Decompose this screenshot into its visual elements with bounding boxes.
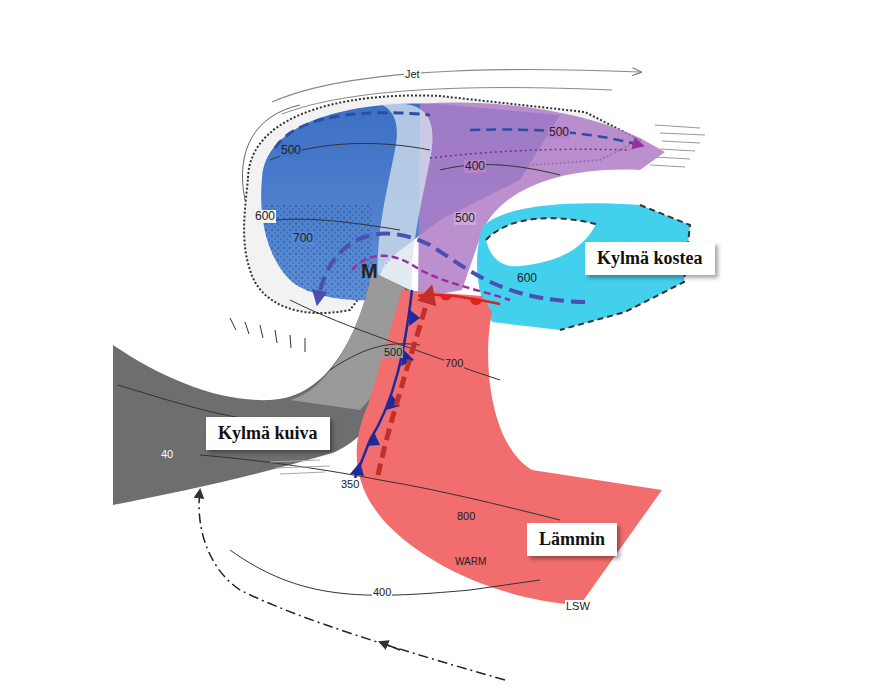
contour-label: 600 [516,272,538,285]
conveyor-label-box: Kylmä kostea [585,242,715,275]
contour-label: 800 [456,510,476,522]
contour-label: 400 [464,160,486,173]
contour-label: 400 [372,586,392,598]
box-text: Lämmin [539,529,605,550]
contour-label: 500 [280,144,302,157]
contour-label: 500 [383,346,403,358]
contour-label: WARM [454,556,487,567]
contour-label: 40 [160,448,174,460]
contour-label: 500 [548,126,570,139]
contour-label: 500 [454,212,476,225]
contour-label: 600 [254,210,276,223]
contour-label: LSW [565,600,591,612]
box-text: Kylmä kostea [597,248,703,269]
low-centre-mark: M [360,260,379,282]
conveyor-label-box: Kylmä kuiva [206,417,330,450]
box-text: Kylmä kuiva [218,423,318,444]
conveyor-label-box: Lämmin [527,523,617,556]
contour-label: 700 [444,357,464,369]
contour-label: Jet [404,68,421,80]
contour-label: 700 [292,232,314,245]
contour-label: 350 [340,478,360,490]
